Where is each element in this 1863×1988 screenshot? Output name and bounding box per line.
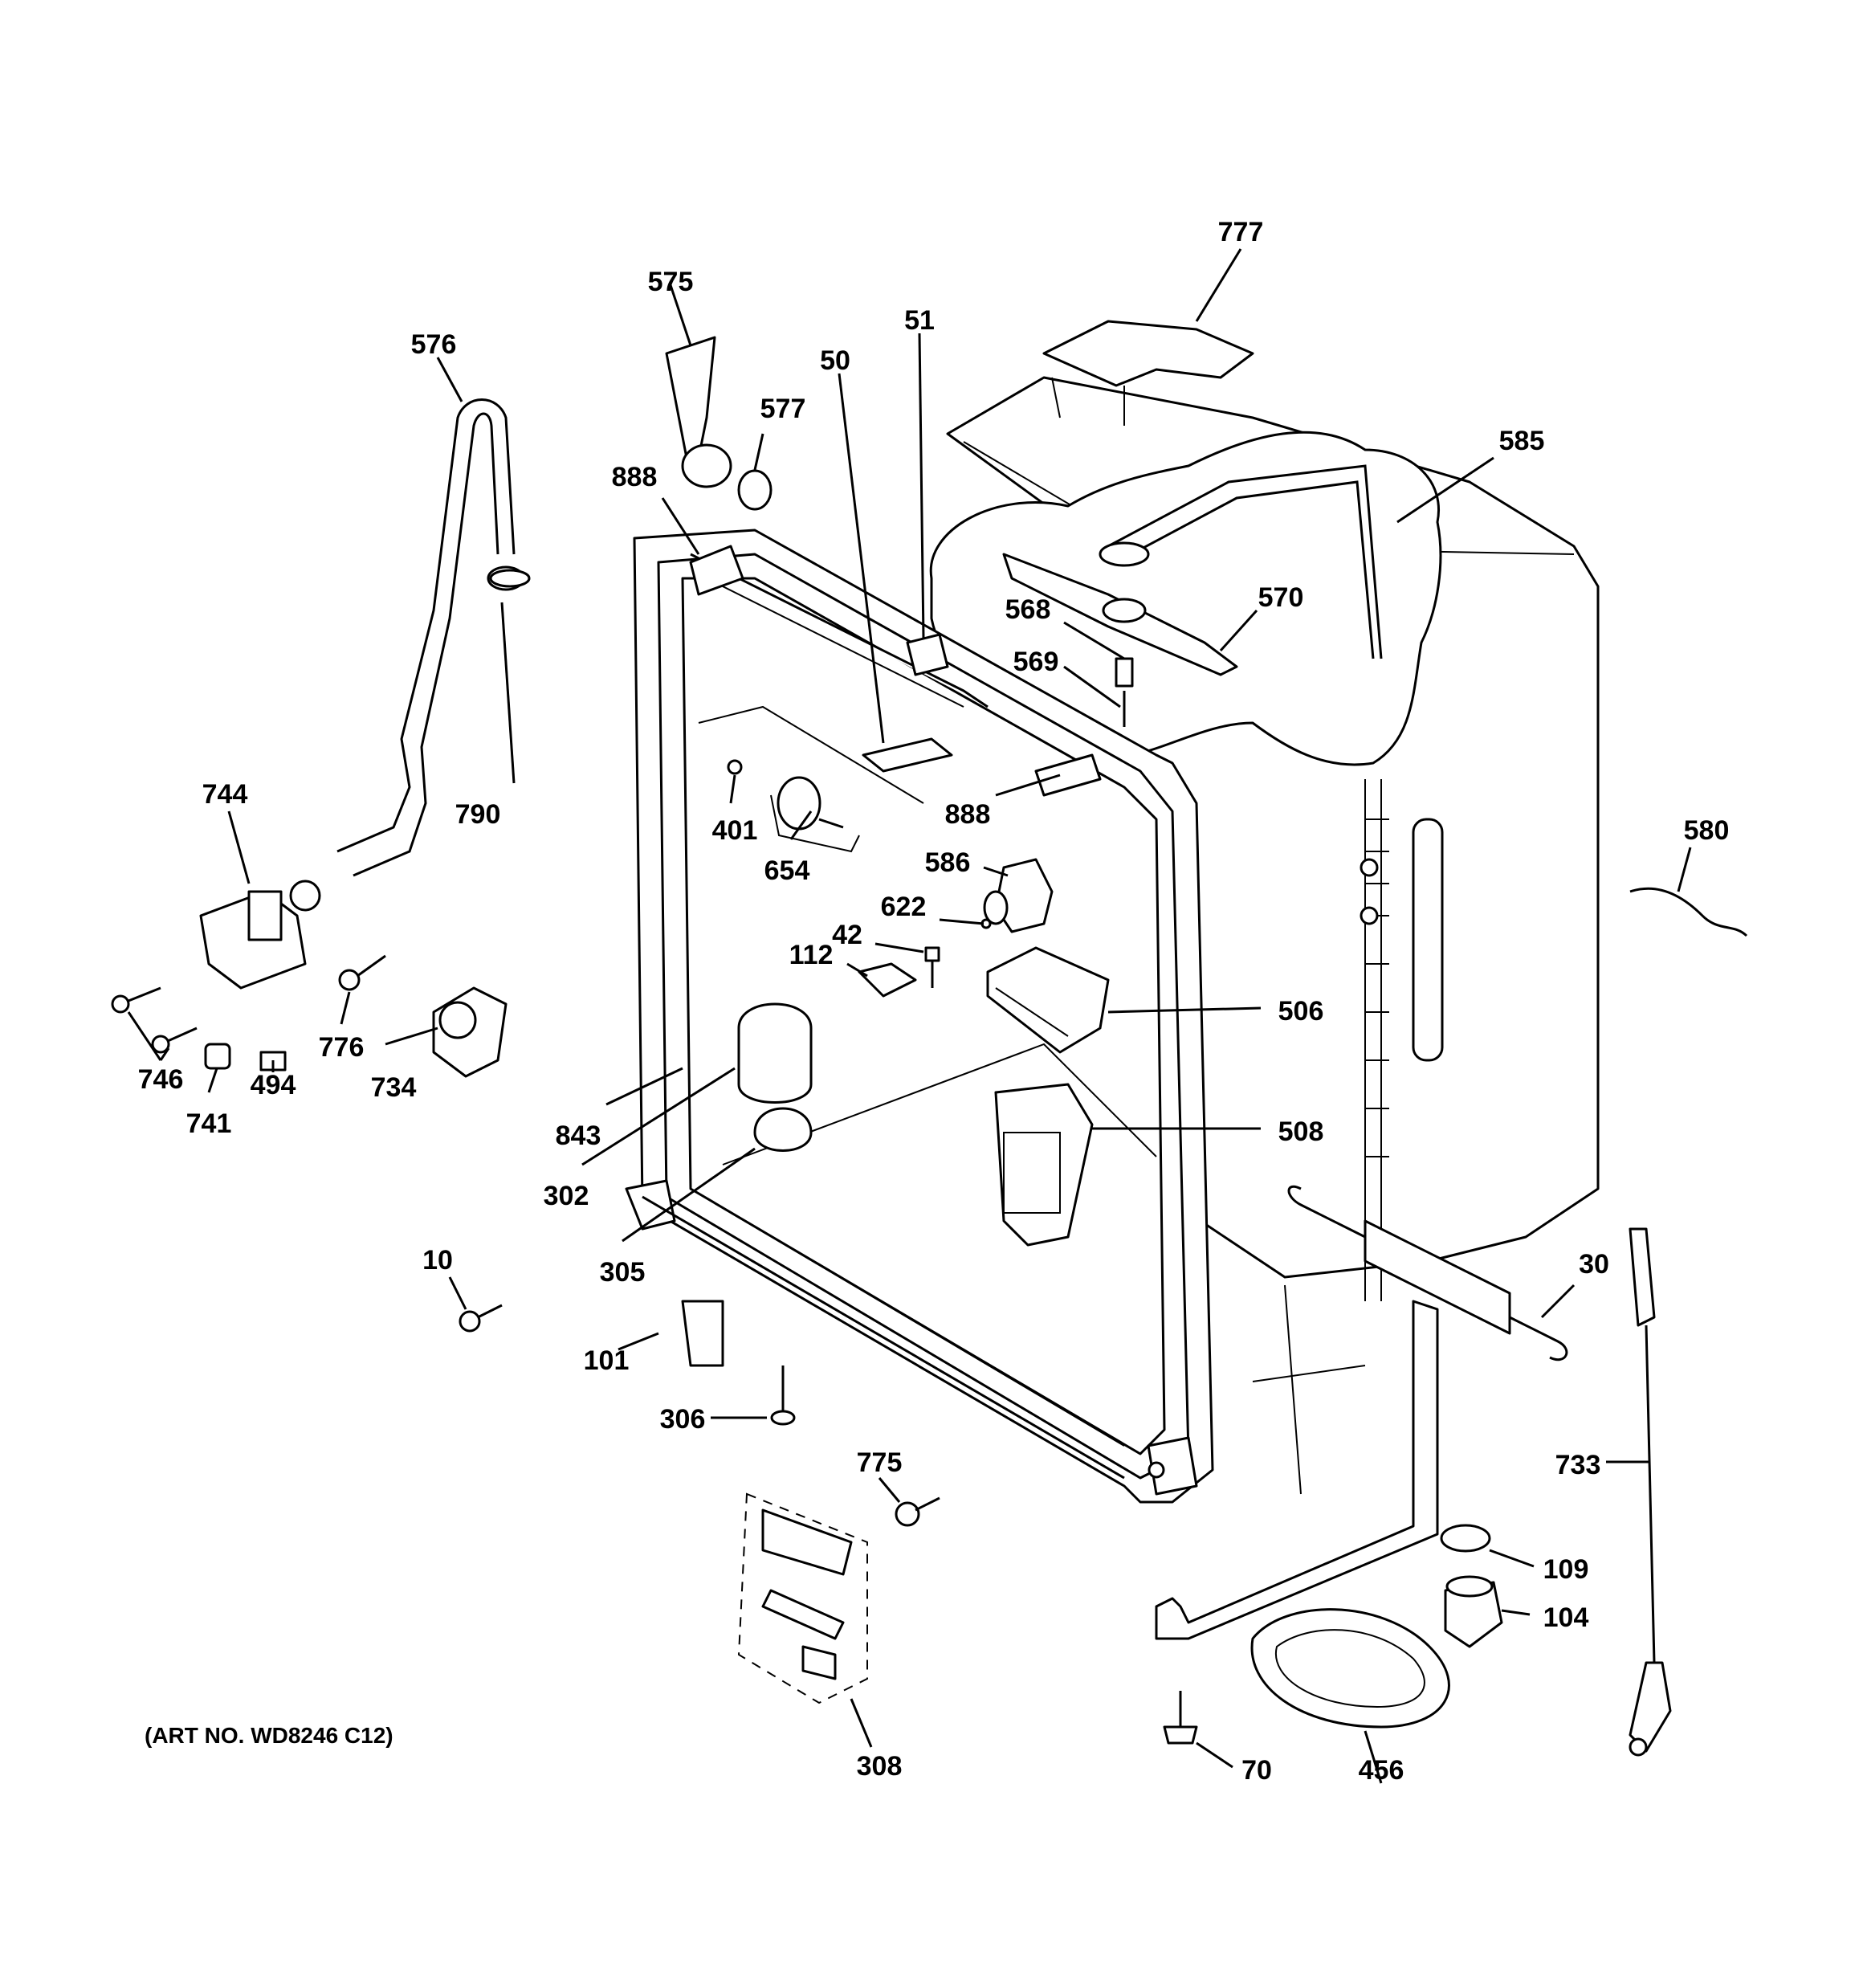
part-888-mid bbox=[1034, 753, 1102, 797]
part-104 bbox=[1444, 1575, 1503, 1648]
part-746-screws bbox=[111, 986, 198, 1054]
leader-lines bbox=[127, 248, 1692, 1784]
part-734 bbox=[432, 986, 508, 1078]
label-30: 30 bbox=[1579, 1249, 1609, 1280]
part-112 bbox=[858, 962, 917, 998]
label-70: 70 bbox=[1241, 1755, 1272, 1786]
part-790-clamp bbox=[489, 569, 531, 588]
label-734: 734 bbox=[371, 1072, 417, 1103]
part-888-top bbox=[689, 545, 744, 596]
label-733: 733 bbox=[1555, 1450, 1601, 1480]
part-506 bbox=[986, 946, 1110, 1054]
part-101 bbox=[642, 1195, 1125, 1480]
part-70 bbox=[1163, 1691, 1198, 1745]
part-10 bbox=[459, 1304, 503, 1333]
part-109 bbox=[1440, 1524, 1491, 1553]
label-568: 568 bbox=[1005, 594, 1051, 625]
label-744: 744 bbox=[202, 779, 248, 810]
label-577: 577 bbox=[760, 394, 806, 424]
label-575: 575 bbox=[648, 267, 694, 297]
part-42 bbox=[924, 946, 940, 988]
label-586: 586 bbox=[925, 847, 971, 878]
part-586 bbox=[983, 858, 1054, 933]
part-302-305 bbox=[737, 1002, 813, 1152]
part-456 bbox=[1250, 1608, 1450, 1729]
label-506: 506 bbox=[1278, 996, 1324, 1027]
part-654 bbox=[770, 776, 860, 853]
label-654: 654 bbox=[764, 855, 810, 886]
label-775: 775 bbox=[857, 1447, 903, 1478]
label-51: 51 bbox=[904, 305, 935, 336]
part-50 bbox=[862, 737, 953, 773]
label-456: 456 bbox=[1359, 1755, 1404, 1786]
label-790: 790 bbox=[455, 799, 501, 830]
label-569: 569 bbox=[1013, 647, 1059, 677]
label-306: 306 bbox=[660, 1404, 706, 1435]
part-30-spring bbox=[1287, 1185, 1568, 1361]
part-776 bbox=[338, 954, 386, 991]
part-308 bbox=[737, 1492, 868, 1704]
label-104: 104 bbox=[1543, 1602, 1589, 1633]
label-777: 777 bbox=[1218, 217, 1264, 247]
label-50: 50 bbox=[820, 345, 850, 376]
upper-spray-assembly bbox=[929, 431, 1442, 766]
label-305: 305 bbox=[600, 1257, 646, 1288]
part-744-valve bbox=[199, 880, 321, 990]
label-42: 42 bbox=[832, 920, 862, 950]
art-number: (ART NO. WD8246 C12) bbox=[145, 1723, 393, 1748]
label-302: 302 bbox=[544, 1181, 589, 1211]
part-580 bbox=[1629, 887, 1748, 937]
label-308: 308 bbox=[857, 1751, 903, 1782]
part-733-rod bbox=[1629, 1227, 1672, 1757]
label-746: 746 bbox=[138, 1064, 184, 1095]
label-10: 10 bbox=[422, 1245, 453, 1276]
part-575 bbox=[665, 336, 773, 511]
label-580: 580 bbox=[1684, 815, 1730, 846]
label-622: 622 bbox=[881, 892, 927, 922]
label-112: 112 bbox=[789, 940, 834, 970]
base-frame bbox=[681, 1284, 1439, 1640]
part-401 bbox=[727, 759, 743, 775]
label-570: 570 bbox=[1258, 582, 1304, 613]
label-401: 401 bbox=[712, 815, 758, 846]
vent-cover-777 bbox=[1042, 320, 1254, 426]
label-843: 843 bbox=[556, 1121, 601, 1151]
label-494: 494 bbox=[251, 1070, 296, 1100]
part-741 bbox=[204, 1043, 231, 1070]
label-776: 776 bbox=[319, 1032, 365, 1063]
part-306 bbox=[770, 1365, 796, 1426]
label-585: 585 bbox=[1499, 426, 1545, 456]
part-775 bbox=[895, 1496, 940, 1527]
label-888-mid: 888 bbox=[945, 799, 991, 830]
part-508 bbox=[994, 1083, 1094, 1247]
label-576: 576 bbox=[411, 329, 457, 360]
label-741: 741 bbox=[186, 1108, 232, 1139]
part-number-labels: 777 575 51 50 576 577 888 585 570 568 56… bbox=[138, 217, 1730, 1786]
part-51 bbox=[906, 633, 949, 676]
label-888-top: 888 bbox=[612, 462, 658, 492]
label-508: 508 bbox=[1278, 1116, 1324, 1147]
label-101: 101 bbox=[584, 1345, 630, 1376]
label-109: 109 bbox=[1543, 1554, 1589, 1585]
